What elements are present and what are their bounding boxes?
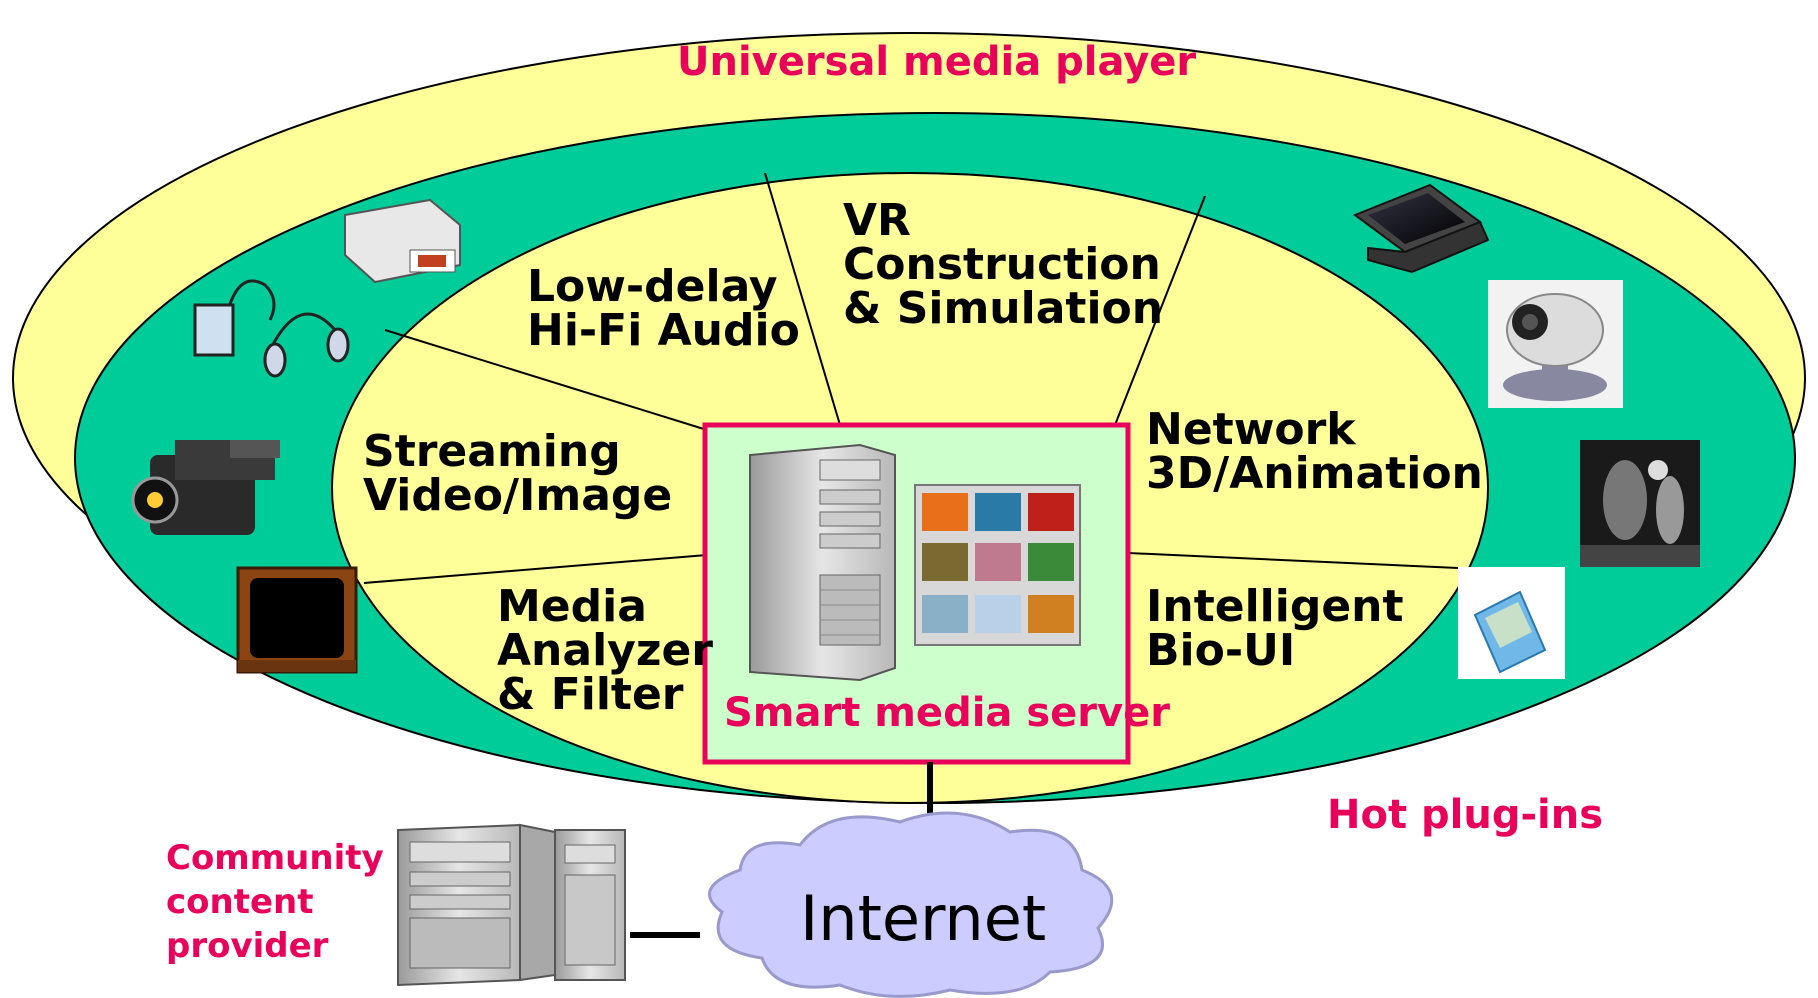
- hot-plugins-label: Hot plug-ins: [1327, 792, 1604, 838]
- segment-label-bioui: Intelligent Bio-UI: [1146, 581, 1404, 676]
- pda-icon: [1458, 567, 1565, 679]
- segment-label-audio: Low-delay Hi-Fi Audio: [527, 261, 800, 356]
- internet-label: Internet: [800, 882, 1047, 955]
- provider-label: Community content provider: [166, 838, 384, 967]
- camcorder-icon: [131, 440, 280, 535]
- cloud-icon: [708, 811, 1114, 998]
- segment-label-streaming: Streaming Video/Image: [363, 426, 673, 521]
- printer-icon: [344, 198, 461, 284]
- diagram-title: Universal media player: [677, 39, 1197, 85]
- server-tower-icon: [749, 443, 896, 682]
- segment-label-vr: VR Construction & Simulation: [843, 195, 1164, 334]
- segment-label-analyzer: Media Analyzer & Filter: [497, 581, 713, 720]
- television-icon: [236, 566, 358, 674]
- webcam-icon: [1488, 280, 1623, 408]
- server-label: Smart media server: [724, 690, 1170, 736]
- laptop-icon: [1352, 183, 1490, 274]
- server-cabinet-icon: [397, 823, 626, 987]
- segment-dividers: [363, 172, 1459, 584]
- headphones-icon: [193, 279, 350, 378]
- image-gallery-icon: [914, 484, 1081, 646]
- segment-label-network3d: Network 3D/Animation: [1146, 404, 1483, 499]
- game-scene-icon: [1580, 440, 1700, 567]
